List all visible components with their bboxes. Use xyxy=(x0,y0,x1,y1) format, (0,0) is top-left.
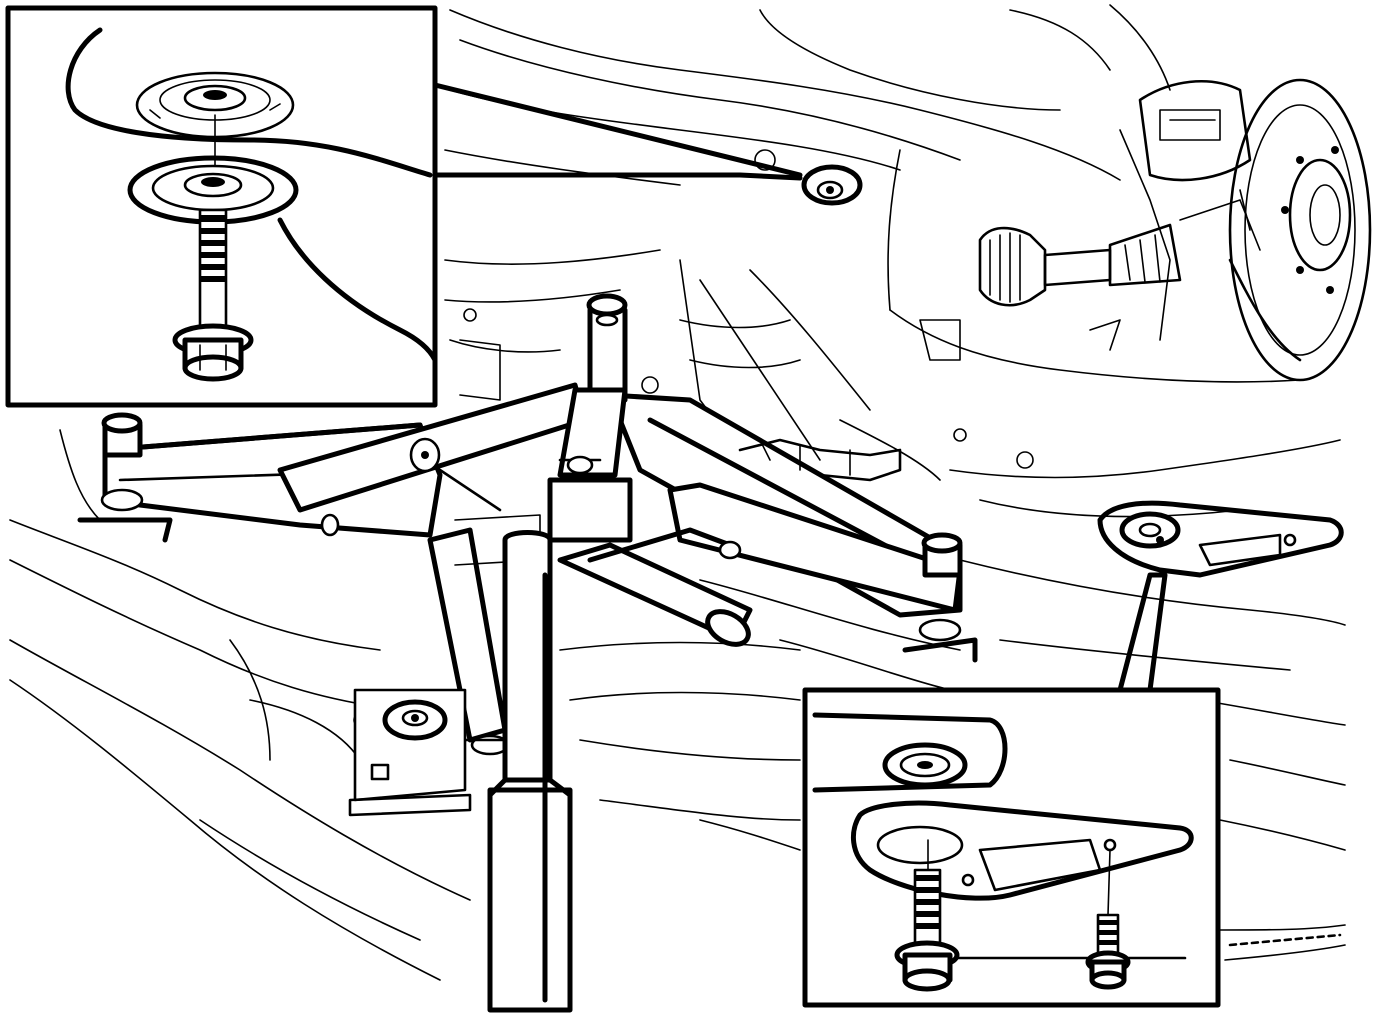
wheel-hub-and-brake-disc xyxy=(1119,78,1372,382)
transmission-jack-column xyxy=(487,530,573,1013)
rear-right-mount-point xyxy=(1097,500,1344,578)
detail-inset-bottom-right xyxy=(802,687,1221,1008)
drive-shaft-with-boot xyxy=(919,223,1182,361)
subframe-assembly xyxy=(77,293,978,762)
rear-left-mount xyxy=(348,688,472,817)
detail-inset-top-left xyxy=(5,5,438,408)
front-right-mount-point xyxy=(801,164,863,206)
